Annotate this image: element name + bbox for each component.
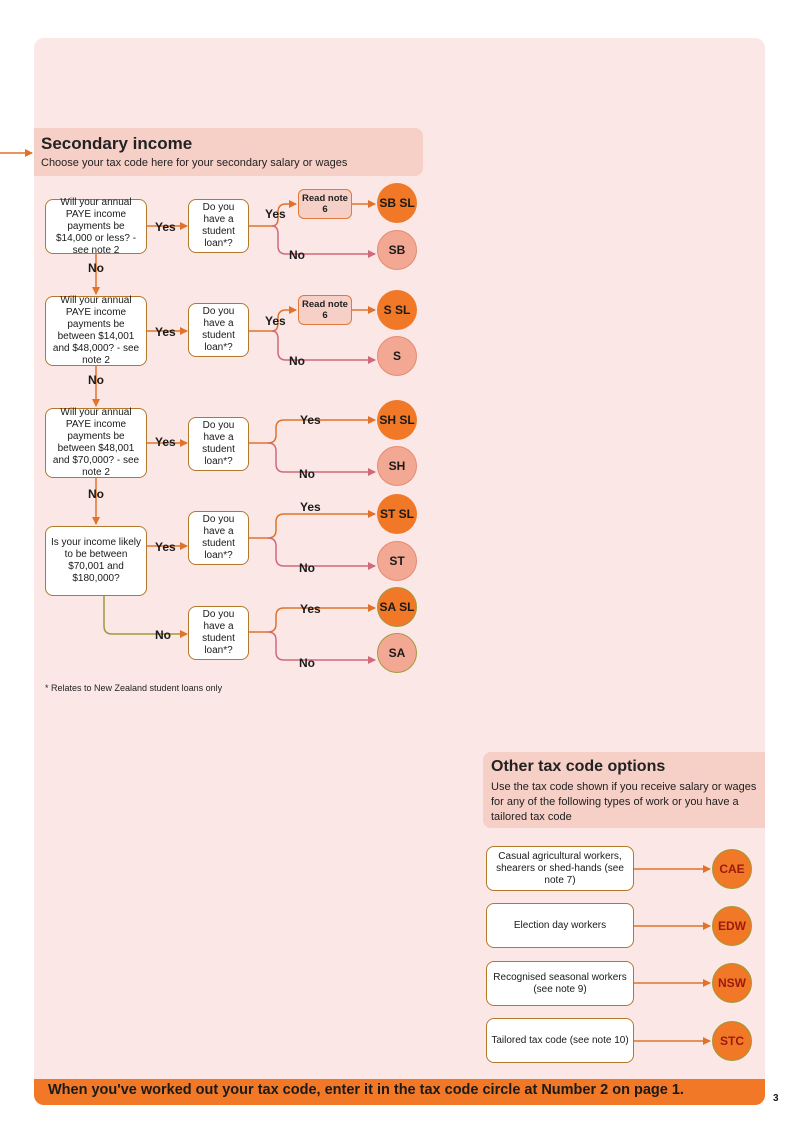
other-options-header — [483, 752, 765, 828]
no-label: No — [88, 261, 104, 275]
no-label: No — [155, 628, 171, 642]
yes-label: Yes — [300, 602, 321, 616]
section-title: Secondary income — [41, 134, 193, 153]
code-sb: SB — [377, 230, 417, 270]
yes-label: Yes — [300, 500, 321, 514]
no-label: No — [299, 656, 315, 670]
yes-label: Yes — [155, 325, 176, 339]
bottom-banner — [34, 1079, 765, 1105]
code-sb-sl: SB SL — [377, 183, 417, 223]
code-stc: STC — [712, 1021, 752, 1061]
code-sh: SH — [377, 446, 417, 486]
code-s-sl: S SL — [377, 290, 417, 330]
code-sh-sl: SH SL — [377, 400, 417, 440]
no-label: No — [289, 248, 305, 262]
yes-label: Yes — [155, 540, 176, 554]
yes-label: Yes — [155, 435, 176, 449]
question-box-1: Will your annual PAYE income payments be… — [45, 197, 147, 256]
read-note-box-1: Read note 6 — [298, 189, 352, 219]
code-nsw: NSW — [712, 963, 752, 1003]
no-label: No — [289, 354, 305, 368]
other-options-desc: Use the tax code shown if you receive sa… — [491, 781, 757, 793]
student-loan-box-5: Do you have a student loan*? — [188, 606, 249, 660]
option-box-cae: Casual agricultural workers, shearers or… — [486, 846, 634, 891]
code-st-sl: ST SL — [377, 494, 417, 534]
option-box-nsw: Recognised seasonal workers (see note 9) — [486, 961, 634, 1006]
section-subtitle: Choose your tax code here for your secon… — [41, 157, 348, 169]
option-box-stc: Tailored tax code (see note 10) — [486, 1018, 634, 1063]
other-options-desc: tailored tax code — [491, 811, 572, 823]
code-s: S — [377, 336, 417, 376]
page-number: 3 — [773, 1093, 779, 1104]
code-edw: EDW — [712, 906, 752, 946]
code-cae: CAE — [712, 849, 752, 889]
student-loan-box-3: Do you have a student loan*? — [188, 417, 249, 471]
question-box-4: Is your income likely to be between $70,… — [45, 526, 147, 596]
other-options-desc: for any of the following types of work o… — [491, 796, 739, 808]
no-label: No — [88, 487, 104, 501]
no-label: No — [88, 373, 104, 387]
yes-label: Yes — [265, 314, 286, 328]
student-loan-box-4: Do you have a student loan*? — [188, 511, 249, 565]
code-sa-sl: SA SL — [377, 587, 417, 627]
question-box-2: Will your annual PAYE income payments be… — [45, 295, 147, 366]
banner-text: When you've worked out your tax code, en… — [48, 1082, 684, 1098]
secondary-income-header — [34, 128, 423, 176]
student-loan-box-1: Do you have a student loan*? — [188, 199, 249, 253]
other-options-title: Other tax code options — [491, 758, 666, 775]
read-note-box-2: Read note 6 — [298, 295, 352, 325]
question-box-3: Will your annual PAYE income payments be… — [45, 407, 147, 478]
code-sa: SA — [377, 633, 417, 673]
no-label: No — [299, 467, 315, 481]
student-loan-box-2: Do you have a student loan*? — [188, 303, 249, 357]
yes-label: Yes — [265, 207, 286, 221]
yes-label: Yes — [155, 220, 176, 234]
option-box-edw: Election day workers — [486, 903, 634, 948]
yes-label: Yes — [300, 413, 321, 427]
footnote: * Relates to New Zealand student loans o… — [45, 683, 223, 693]
no-label: No — [299, 561, 315, 575]
code-st: ST — [377, 541, 417, 581]
